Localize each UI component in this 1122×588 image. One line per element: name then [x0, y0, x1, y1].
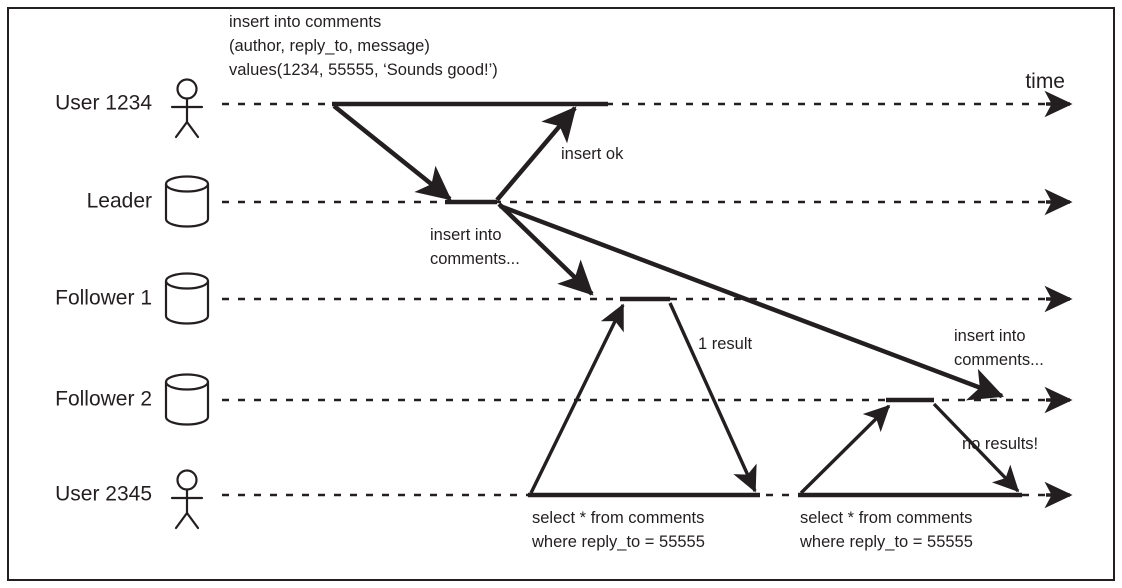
label-query-right-line1: select * from comments — [800, 509, 972, 527]
message-arrow-insert-ok — [495, 106, 577, 202]
lane-label-follower1: Follower 1 — [55, 287, 152, 310]
lane-label-user2345: User 2345 — [55, 483, 152, 506]
message-arrow-select-follower2 — [799, 404, 891, 495]
database-cylinder-icon — [164, 175, 210, 228]
label-one-result: 1 result — [698, 335, 753, 353]
lane-follower1: Follower 1 — [55, 272, 1073, 325]
lane-leader: Leader — [87, 175, 1073, 228]
lane-user1234: User 1234 — [55, 78, 1073, 139]
label-insert-request-line3: values(1234, 55555, ‘Sounds good!’) — [229, 61, 498, 79]
message-arrow-no-results — [932, 402, 1020, 493]
lane-label-follower2: Follower 2 — [55, 388, 152, 411]
actor-stick-figure-icon — [170, 78, 204, 139]
message-arrow-one-result — [668, 302, 757, 493]
time-axis-label: time — [1025, 70, 1065, 93]
label-replicate-follower2-line2: comments... — [954, 351, 1044, 369]
message-arrow-replicate-follower2 — [499, 203, 1004, 401]
label-replicate-follower2-line1: insert into — [954, 327, 1026, 345]
message-arrow-insert-request — [332, 104, 452, 201]
label-insert-request-line2: (author, reply_to, message) — [229, 37, 430, 55]
label-no-results: no results! — [962, 435, 1038, 453]
lane-label-leader: Leader — [87, 190, 152, 213]
label-replicate-follower1-line1: insert into — [430, 226, 502, 244]
lane-follower2: Follower 2 — [55, 373, 1073, 426]
label-insert-ok: insert ok — [561, 145, 624, 163]
label-insert-request-line1: insert into comments — [229, 13, 381, 31]
message-arrow-select-follower1 — [529, 303, 625, 494]
actor-stick-figure-icon — [170, 469, 204, 530]
lane-user2345: User 2345 — [55, 469, 1073, 530]
database-cylinder-icon — [164, 272, 210, 325]
label-query-left-line1: select * from comments — [532, 509, 704, 527]
database-cylinder-icon — [164, 373, 210, 426]
label-query-left-line2: where reply_to = 55555 — [531, 533, 705, 551]
lane-label-user1234: User 1234 — [55, 92, 152, 115]
label-query-right-line2: where reply_to = 55555 — [799, 533, 973, 551]
label-replicate-follower1-line2: comments... — [430, 250, 520, 268]
message-arrow-replicate-follower1 — [497, 202, 594, 296]
